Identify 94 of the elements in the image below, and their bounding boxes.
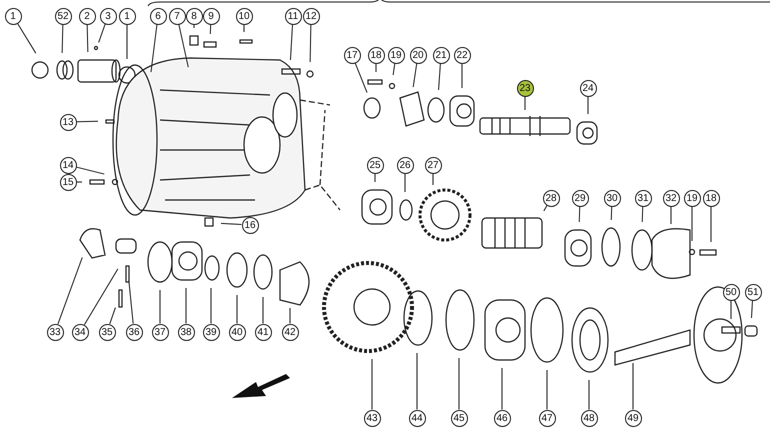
leader-line xyxy=(374,173,376,182)
callout-number: 36 xyxy=(126,324,142,340)
callout-number: 30 xyxy=(604,190,620,206)
callout-number: 35 xyxy=(98,324,116,340)
callout-number: 32 xyxy=(662,190,680,206)
callout-number: 33 xyxy=(46,324,64,340)
leader-line xyxy=(438,62,441,91)
callout-number: 43 xyxy=(364,410,380,426)
callout-number: 42 xyxy=(282,324,298,340)
leader-line xyxy=(178,24,189,68)
callout-number: 1 xyxy=(4,8,22,24)
leader-line xyxy=(730,300,732,320)
leader-line xyxy=(416,352,418,410)
leader-line xyxy=(210,288,212,324)
callout-number: 51 xyxy=(744,284,762,300)
leader-line xyxy=(750,300,753,319)
callout-number: 13 xyxy=(60,114,76,130)
callout-number: 38 xyxy=(178,324,194,340)
callout-number: 1 xyxy=(118,8,136,24)
callout-number: 40 xyxy=(228,324,246,340)
leader-line xyxy=(404,173,406,192)
callout-number: 23 xyxy=(516,80,534,96)
leader-line xyxy=(412,62,418,88)
callout-number: 19 xyxy=(684,190,700,206)
callout-number: 20 xyxy=(410,46,426,64)
leader-line xyxy=(109,307,116,324)
callout-number: 22 xyxy=(454,46,470,64)
leader-line xyxy=(546,370,548,410)
callout-number: 3 xyxy=(100,8,116,24)
callout-number: 52 xyxy=(54,8,72,24)
leader-line xyxy=(76,166,105,175)
callout-number: 48 xyxy=(580,410,598,426)
callout-number: 6 xyxy=(150,8,166,24)
callout-number: 46 xyxy=(494,410,510,426)
callout-number: 47 xyxy=(538,410,556,426)
callout-number: 21 xyxy=(432,46,450,64)
leader-line xyxy=(543,204,548,212)
leader-line xyxy=(710,206,712,242)
callout-number: 27 xyxy=(424,156,442,174)
callout-number: 18 xyxy=(368,46,384,64)
callout-number: 19 xyxy=(388,46,404,64)
callout-number: 24 xyxy=(580,80,596,96)
callout-number: 49 xyxy=(624,410,642,426)
callout-number: 11 xyxy=(284,8,302,24)
leader-line xyxy=(126,24,128,60)
callout-number: 14 xyxy=(60,156,76,174)
leader-line xyxy=(524,96,526,110)
leader-line xyxy=(76,120,98,122)
leader-line xyxy=(458,358,460,410)
leader-line xyxy=(642,206,644,222)
leader-line xyxy=(262,296,264,324)
leader-line xyxy=(354,62,368,94)
callout-number: 29 xyxy=(572,190,588,206)
leader-line xyxy=(150,24,158,73)
leader-line xyxy=(98,24,106,43)
leader-line xyxy=(128,279,134,324)
leader-line xyxy=(578,206,580,222)
callout-number: 34 xyxy=(72,324,88,340)
leader-line xyxy=(290,24,293,61)
callout-number: 44 xyxy=(408,410,426,426)
leader-line xyxy=(432,173,434,186)
callout-number: 15 xyxy=(60,174,76,190)
callout-number: 26 xyxy=(396,156,414,174)
callout-number: 25 xyxy=(366,156,384,174)
callout-number: 8 xyxy=(186,8,202,24)
leader-line xyxy=(62,24,64,54)
callout-number: 37 xyxy=(152,324,168,340)
leader-line xyxy=(610,206,612,220)
callout-number: 16 xyxy=(242,216,258,234)
leader-line xyxy=(670,206,672,224)
callout-number: 28 xyxy=(542,190,560,206)
callout-number: 9 xyxy=(202,8,220,24)
leader-line xyxy=(210,24,212,34)
callout-number: 45 xyxy=(450,410,468,426)
callout-number: 50 xyxy=(722,284,740,300)
leader-line xyxy=(220,222,242,226)
leader-line xyxy=(16,22,36,54)
callout-number: 31 xyxy=(634,190,652,206)
leader-line xyxy=(632,362,634,410)
leader-line xyxy=(57,257,83,325)
callout-number: 39 xyxy=(202,324,220,340)
leader-line xyxy=(236,294,238,324)
callout-number: 18 xyxy=(702,190,720,206)
leader-line xyxy=(588,380,590,410)
leader-line xyxy=(392,62,396,76)
callout-number: 12 xyxy=(302,8,320,24)
callout-number: 2 xyxy=(78,8,96,24)
callout-number: 17 xyxy=(344,46,360,64)
callout-number: 10 xyxy=(236,8,252,24)
callout-number: 41 xyxy=(254,324,272,340)
leader-line xyxy=(310,24,312,62)
callout-number: 7 xyxy=(168,8,186,24)
leader-line xyxy=(84,268,118,326)
leader-line xyxy=(86,24,88,52)
